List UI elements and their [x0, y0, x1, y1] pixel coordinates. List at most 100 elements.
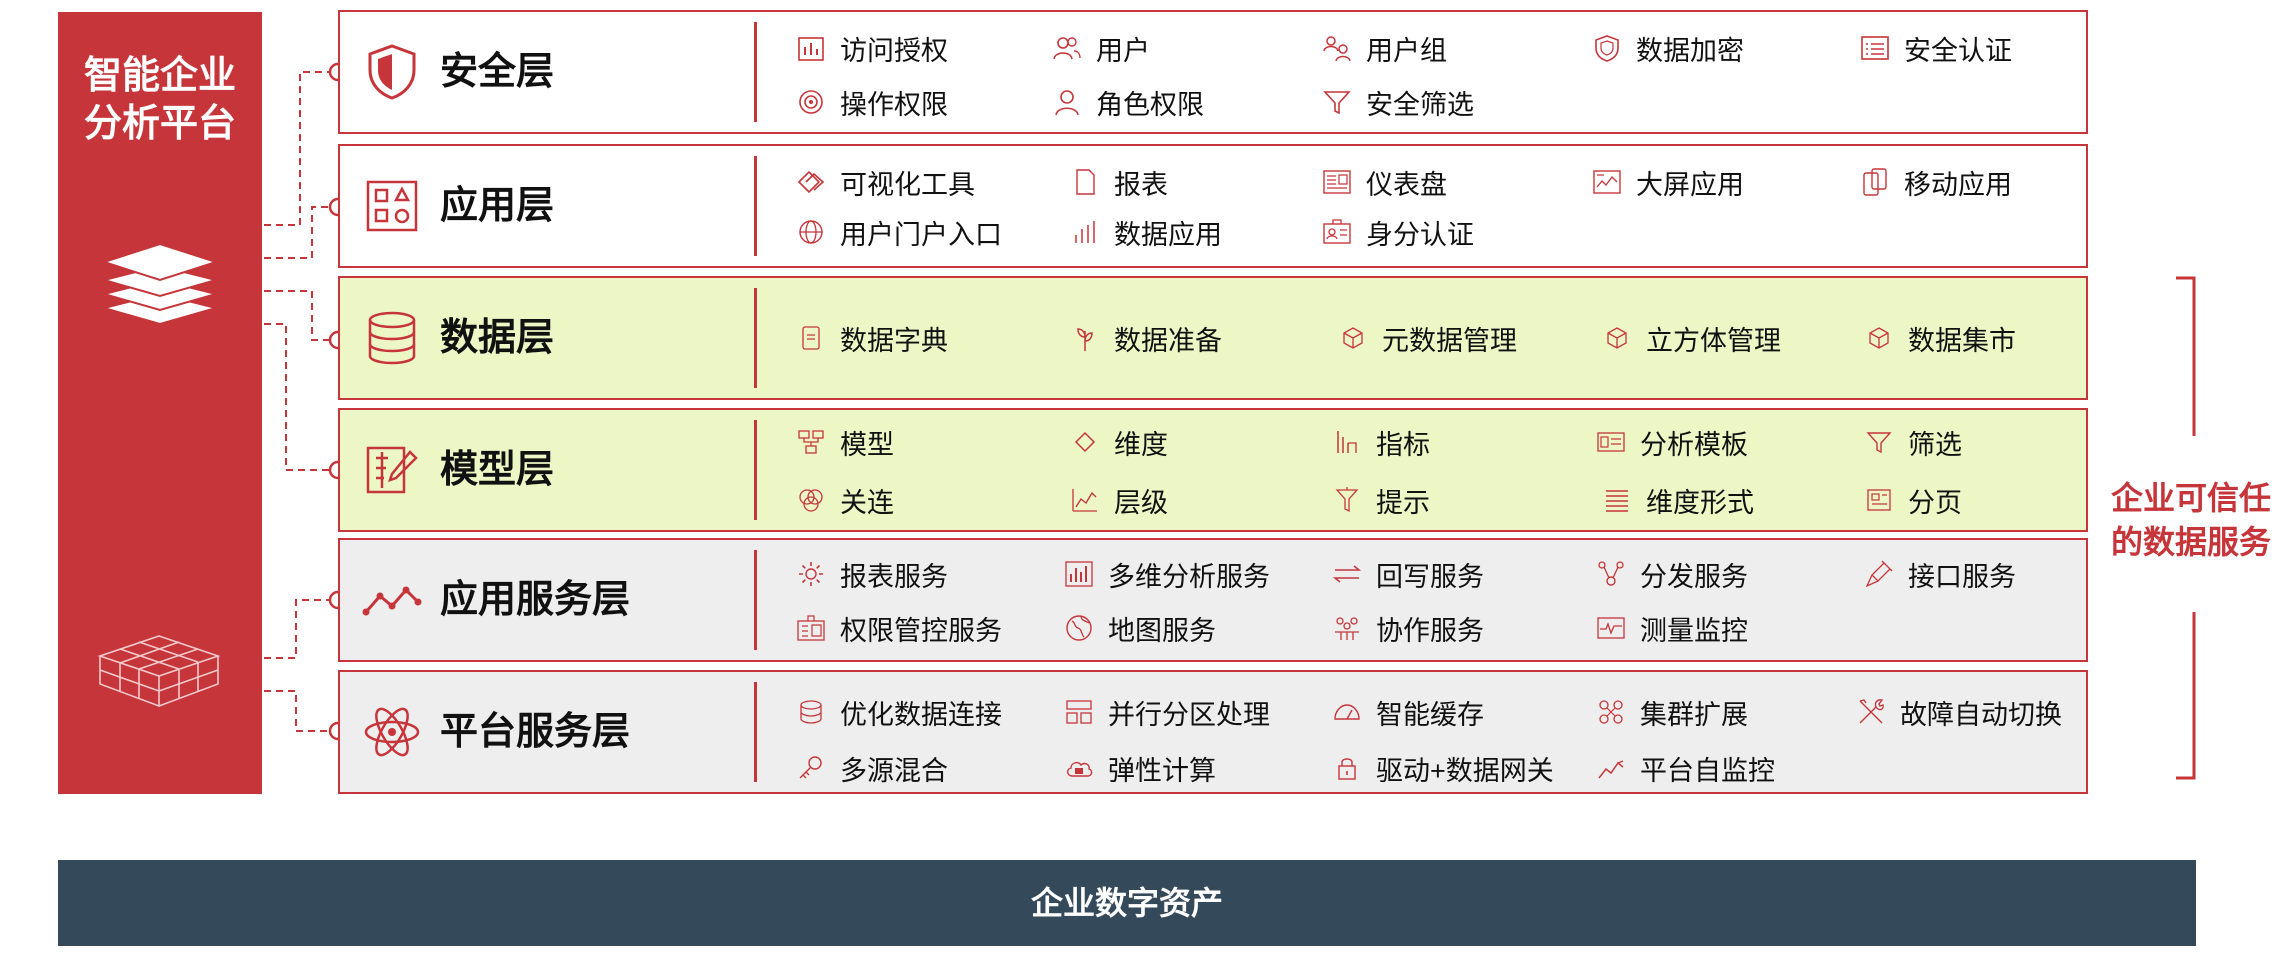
item-label: 用户组	[1366, 35, 1447, 66]
item-label: 身分认证	[1366, 219, 1474, 250]
big-screen-icon	[1593, 170, 1621, 194]
dimension-item: 维度	[1070, 422, 1168, 462]
cluster-scaling-item: 集群扩展	[1596, 692, 1748, 732]
diamond-layers-icon	[797, 170, 825, 194]
divider	[754, 550, 757, 650]
item-label: 维度	[1114, 429, 1168, 460]
item-label: 多源混合	[840, 755, 948, 786]
operation-permission-item: 操作权限	[796, 82, 948, 122]
item-label: 维度形式	[1646, 487, 1754, 518]
shield-icon	[368, 44, 416, 100]
item-label: 优化数据连接	[840, 699, 1002, 730]
mobile-app-item: 移动应用	[1860, 162, 2012, 202]
application-service-layer: 应用服务层 报表服务 多维分析服务 回写服务 分发服务 接口服务 权限管控服务 …	[338, 538, 2088, 662]
database-icon	[368, 311, 416, 365]
item-label: 访问授权	[840, 35, 948, 66]
team-icon	[1335, 617, 1359, 640]
application-service-layer-title: 应用服务层	[440, 579, 631, 621]
cluster-icon	[1599, 700, 1623, 724]
role-permission-item: 角色权限	[1052, 82, 1204, 122]
data-layer-title: 数据层	[440, 317, 555, 359]
permission-control-service-item: 权限管控服务	[796, 608, 1002, 648]
trust-label-line1: 企业可信任	[2110, 480, 2271, 516]
item-label: 分析模板	[1640, 429, 1748, 460]
item-label: 驱动+数据网关	[1376, 755, 1554, 786]
item-label: 分发服务	[1640, 561, 1748, 592]
visualization-tool-item: 可视化工具	[796, 162, 975, 202]
platform-service-layer: 平台服务层 优化数据连接 并行分区处理 智能缓存 集群扩展 故障自动切换 多源混…	[338, 670, 2088, 794]
users-icon	[1053, 37, 1081, 60]
cube-icon	[1607, 327, 1627, 349]
item-label: 用户门户入口	[840, 219, 1002, 250]
item-label: 平台自监控	[1640, 755, 1775, 786]
item-label: 角色权限	[1096, 89, 1204, 120]
report-service-item: 报表服务	[796, 554, 948, 594]
item-label: 测量监控	[1640, 615, 1748, 646]
tools-icon	[1859, 699, 1884, 724]
item-label: 报表	[1114, 169, 1168, 200]
application-layer: 应用层 可视化工具 报表 仪表盘 大屏应用 移动应用 用户门户入口 数据应用 身…	[338, 144, 2088, 268]
data-encryption-item: 数据加密	[1592, 28, 1744, 68]
diamond-icon	[1074, 431, 1096, 453]
divider	[754, 682, 757, 782]
template-icon	[1597, 432, 1625, 452]
item-label: 集群扩展	[1640, 699, 1748, 730]
item-label: 回写服务	[1376, 561, 1484, 592]
document-chart-icon	[798, 37, 824, 61]
cube-management-item: 立方体管理	[1602, 318, 1781, 358]
trusted-data-service-label: 企业可信任 的数据服务	[2094, 476, 2288, 564]
metric-item: 指标	[1332, 422, 1430, 462]
map-service-item: 地图服务	[1064, 608, 1216, 648]
model-layer: 模型层 模型 维度 指标 分析模板 筛选 关连 层级 提示 维度形式 分页	[338, 408, 2088, 532]
platform-sidebar: 智能企业 分析平台	[58, 12, 262, 794]
shield-outline-icon	[1595, 35, 1619, 62]
page-icon	[1867, 489, 1891, 511]
user-portal-item: 用户门户入口	[796, 212, 1002, 252]
hierarchy-icon	[798, 430, 824, 454]
gear-icon	[799, 562, 823, 586]
parallel-partition-item: 并行分区处理	[1064, 692, 1270, 732]
checklist-icon	[1861, 36, 1889, 60]
metric-bars-icon	[1337, 431, 1357, 453]
item-label: 数据字典	[840, 325, 948, 356]
item-label: 筛选	[1908, 429, 1962, 460]
platform-title: 智能企业 分析平台	[58, 52, 262, 148]
cloud-icon	[1067, 761, 1093, 777]
partition-icon	[1066, 700, 1092, 724]
grid-cube-icon	[97, 635, 221, 708]
item-label: 地图服务	[1108, 615, 1216, 646]
dashboard-icon	[1323, 170, 1351, 194]
list-icon	[1606, 490, 1628, 512]
model-item: 模型	[796, 422, 894, 462]
data-layer: 数据层 数据字典 数据准备 元数据管理 立方体管理 数据集市	[338, 276, 2088, 400]
globe-icon	[799, 220, 823, 244]
dimension-format-item: 维度形式	[1602, 480, 1754, 520]
cube-icon	[1869, 327, 1889, 349]
data-mart-item: 数据集市	[1864, 318, 2016, 358]
pagination-item: 分页	[1864, 480, 1962, 520]
permission-board-icon	[797, 615, 825, 641]
divider	[754, 22, 757, 122]
plug-icon	[1865, 560, 1893, 588]
driver-gateway-item: 驱动+数据网关	[1332, 748, 1554, 788]
filter-icon	[1323, 91, 1351, 115]
item-label: 分页	[1908, 487, 1962, 518]
security-layer-title: 安全层	[440, 51, 555, 93]
security-layer: 安全层 访问授权 用户 用户组 数据加密 安全认证 操作权限 角色权限 安全筛选	[338, 10, 2088, 134]
key-icon	[799, 756, 822, 779]
prompt-item: 提示	[1332, 480, 1430, 520]
writeback-service-item: 回写服务	[1332, 554, 1484, 594]
association-item: 关连	[796, 480, 894, 520]
prompt-filter-icon	[1335, 487, 1359, 513]
platform-title-line2: 分析平台	[83, 103, 236, 145]
venn-icon	[799, 489, 823, 512]
platform-title-line1: 智能企业	[83, 55, 236, 97]
big-screen-item: 大屏应用	[1592, 162, 1744, 202]
globe-map-icon	[1066, 615, 1092, 641]
hierarchy-level-item: 层级	[1070, 480, 1168, 520]
item-label: 数据加密	[1636, 35, 1744, 66]
dashboard-item: 仪表盘	[1322, 162, 1447, 202]
item-label: 元数据管理	[1382, 325, 1517, 356]
user-icon	[1055, 90, 1079, 116]
target-icon	[799, 90, 823, 114]
